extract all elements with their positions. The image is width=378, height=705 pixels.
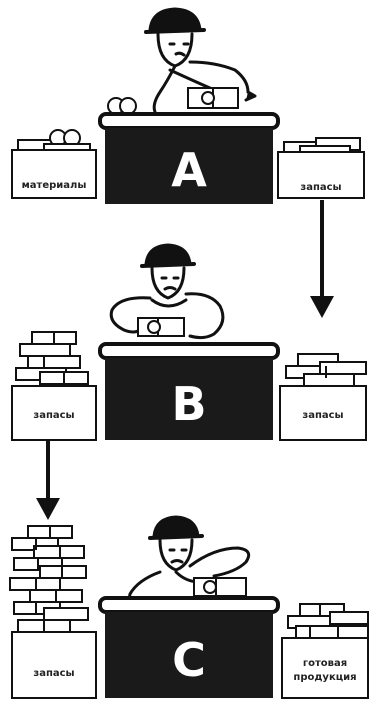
station-a: A материалы запасы [12, 9, 364, 204]
flow-arrow-b-to-c [36, 440, 60, 520]
desk-b: B [100, 344, 278, 440]
bin-label-materials: материалы [22, 180, 87, 191]
bin-stock-b-right: запасы [280, 354, 366, 440]
desk-c: C [100, 598, 278, 698]
bin-stock-c: запасы [10, 526, 96, 698]
desk-a: A [100, 114, 278, 204]
station-b: B запасы [12, 245, 366, 440]
bin-label-stock-b-right: запасы [302, 410, 343, 421]
desk-c-items [194, 578, 246, 596]
station-letter-a: A [171, 143, 207, 197]
bin-stock-a: запасы [278, 138, 364, 198]
flow-arrow-a-to-b [310, 200, 334, 318]
bin-label-finished-line1: готовая [303, 658, 347, 669]
station-letter-c: C [172, 633, 206, 687]
bin-label-finished-line2: продукция [293, 672, 356, 683]
bin-finished-goods: готовая продукция [282, 604, 368, 698]
bin-label-stock-a: запасы [300, 182, 341, 193]
desk-b-items [138, 318, 184, 336]
bin-materials: материалы [12, 130, 96, 198]
station-c: C [10, 517, 368, 698]
bin-label-stock-b-left: запасы [33, 410, 74, 421]
bin-stock-b-left: запасы [12, 332, 96, 440]
station-letter-b: B [171, 377, 206, 431]
desk-a-items [108, 88, 238, 114]
bin-label-stock-c: запасы [33, 668, 74, 679]
